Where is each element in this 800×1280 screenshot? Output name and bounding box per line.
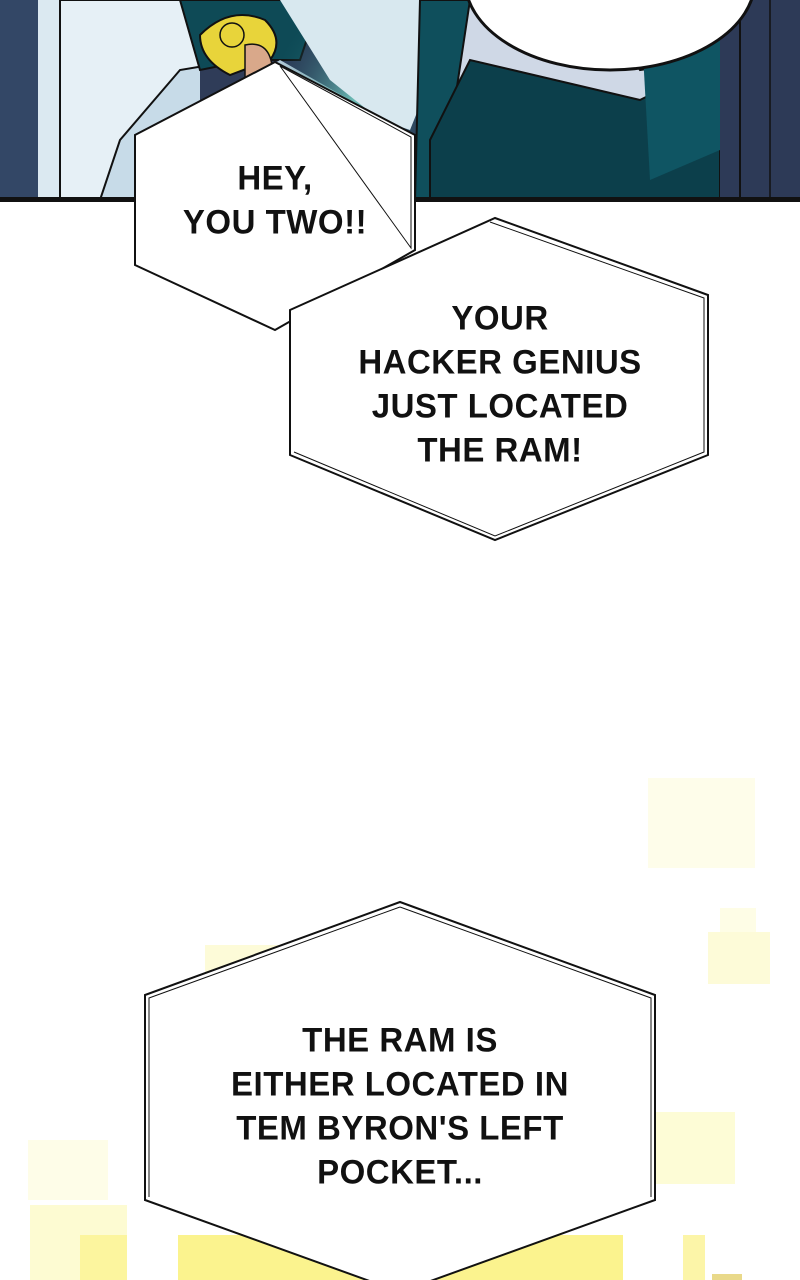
- glow-block: [655, 1112, 735, 1184]
- speech-bubble-1-text: HEY, YOU TWO!!: [150, 156, 400, 244]
- bubble-line: YOUR: [451, 297, 549, 337]
- bubble-line: TEM BYRON'S LEFT: [236, 1108, 564, 1147]
- speech-bubble-1: [134, 60, 416, 332]
- bubble-line: HEY,: [237, 158, 313, 197]
- glow-block: [28, 1140, 108, 1200]
- bubble-line: HACKER GENIUS: [358, 342, 642, 381]
- speech-bubble-2-text: YOUR HACKER GENIUS JUST LOCATED THE RAM!: [320, 296, 680, 472]
- bubble-line: EITHER LOCATED IN: [231, 1064, 569, 1103]
- bubble-line: THE RAM!: [417, 430, 583, 470]
- glow-block: [683, 1235, 705, 1280]
- glow-block: [80, 1235, 127, 1280]
- speech-bubble-3: [144, 900, 656, 1280]
- speech-bubble-2: [289, 216, 709, 542]
- speech-bubble-3-text: THE RAM IS EITHER LOCATED IN TEM BYRON'S…: [180, 1018, 620, 1194]
- bubble-line: YOU TWO!!: [182, 202, 368, 241]
- bubble-line: THE RAM IS: [302, 1019, 498, 1059]
- glow-block: [648, 778, 755, 868]
- glow-block: [708, 932, 770, 984]
- bubble-line: JUST LOCATED: [371, 386, 629, 425]
- bubble-line: POCKET...: [317, 1152, 483, 1192]
- glow-block: [712, 1274, 742, 1280]
- blank-speech-bubble: [467, 0, 753, 72]
